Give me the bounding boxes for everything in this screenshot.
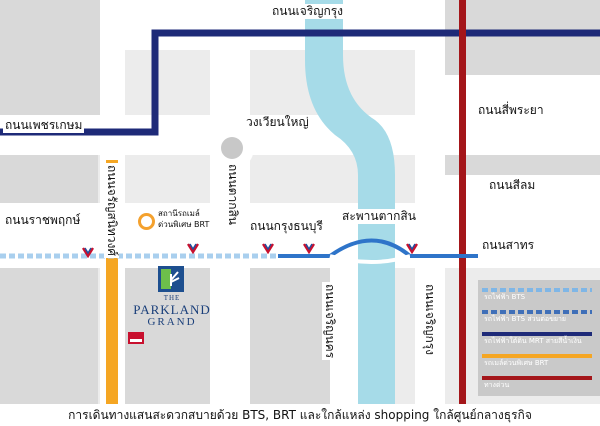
map-caption: การเดินทางแสนสะดวกสบายด้วย BTS, BRT และใ…	[0, 404, 600, 426]
roads-layer	[0, 0, 600, 404]
expressway-line	[459, 0, 466, 404]
chao-phraya-river	[305, 0, 395, 404]
taksin-bridge-road	[329, 254, 411, 264]
road-label-charoen-nakhon: ถนนเจริญนคร	[322, 282, 337, 361]
legend-item-expressway: ทางด่วน	[482, 372, 596, 394]
brt-station-label-1: สถานีรถเมล์	[158, 209, 200, 218]
legend-swatch	[482, 288, 592, 292]
road-label-wongwian-yai: วงเวียนใหญ่	[244, 115, 311, 130]
city-block	[0, 268, 98, 404]
legend-item-bts: รถไฟฟ้า BTS	[482, 284, 596, 306]
city-block	[445, 0, 600, 75]
legend-item-mrt: รถไฟฟ้าใต้ดิน MRT สายสีน้ำเงิน	[482, 328, 596, 350]
hotel-marker: THE PARKLAND GRAND	[124, 266, 220, 350]
brt-station-label-2: ด่วนพิเศษ BRT	[158, 220, 210, 229]
city-block	[250, 268, 330, 404]
taksin-bridge-label: สะพานตากสิน	[340, 209, 418, 224]
roundabout-inner	[221, 137, 243, 159]
legend-swatch	[482, 376, 592, 380]
legend-label: รถไฟฟ้า BTS	[484, 293, 526, 301]
legend-swatch	[482, 310, 592, 314]
hotel-logo-icon	[158, 266, 184, 292]
legend-swatch	[482, 332, 592, 336]
bts-station-icon	[262, 243, 274, 254]
legend-swatch	[482, 354, 592, 358]
city-block	[0, 0, 100, 115]
hotel-name-the: THE	[163, 294, 181, 302]
legend-label: รถไฟฟ้า BTS ส่วนต่อขยาย	[484, 315, 566, 323]
city-block	[0, 155, 98, 203]
legend-item-bts-extension: รถไฟฟ้า BTS ส่วนต่อขยาย	[482, 306, 596, 328]
partner-badge-icon	[128, 332, 144, 344]
hotel-name-parkland: PARKLAND	[133, 302, 211, 317]
map-drawing	[0, 0, 600, 404]
legend-label: รถไฟฟ้าใต้ดิน MRT สายสีน้ำเงิน	[484, 337, 582, 345]
road-label-charoen-krung-top: ถนนเจริญกรุง	[270, 4, 346, 19]
road-label-tak-sin: ถนนตากสิน	[225, 162, 240, 227]
bts-station-icon	[406, 243, 418, 254]
road-label-charoen-krung-vertical: ถนนเจริญกรุง	[422, 282, 437, 358]
road-label-krung-thon-buri: ถนนกรุงธนบุรี	[248, 219, 325, 234]
bts-extension-bridge	[328, 238, 412, 258]
road-label-sathorn: ถนนสาทร	[480, 238, 537, 253]
road-label-phetkasem: ถนนเพชรเกษม	[3, 118, 85, 133]
bts-station-icon	[82, 247, 94, 258]
road-label-si-phraya: ถนนสี่พระยา	[476, 103, 546, 118]
legend-label: ทางด่วน	[484, 381, 510, 389]
legend-label: รถเมล์ด่วนพิเศษ BRT	[484, 359, 549, 367]
legend: รถไฟฟ้า BTS รถไฟฟ้า BTS ส่วนต่อขยาย รถไฟ…	[478, 280, 600, 396]
road-label-charan-sanitwong: ถนนจรัญสนิทวงศ์	[104, 163, 119, 259]
bts-station-icon	[303, 243, 315, 254]
brt-station-marker	[138, 213, 155, 230]
road-label-ratchaphruek: ถนนราชพฤกษ์	[3, 213, 83, 228]
bts-station-icon	[187, 243, 199, 254]
road-label-si-lom: ถนนสีลม	[487, 178, 538, 193]
hotel-name-grand: GRAND	[147, 316, 197, 328]
legend-item-brt: รถเมล์ด่วนพิเศษ BRT	[482, 350, 596, 372]
